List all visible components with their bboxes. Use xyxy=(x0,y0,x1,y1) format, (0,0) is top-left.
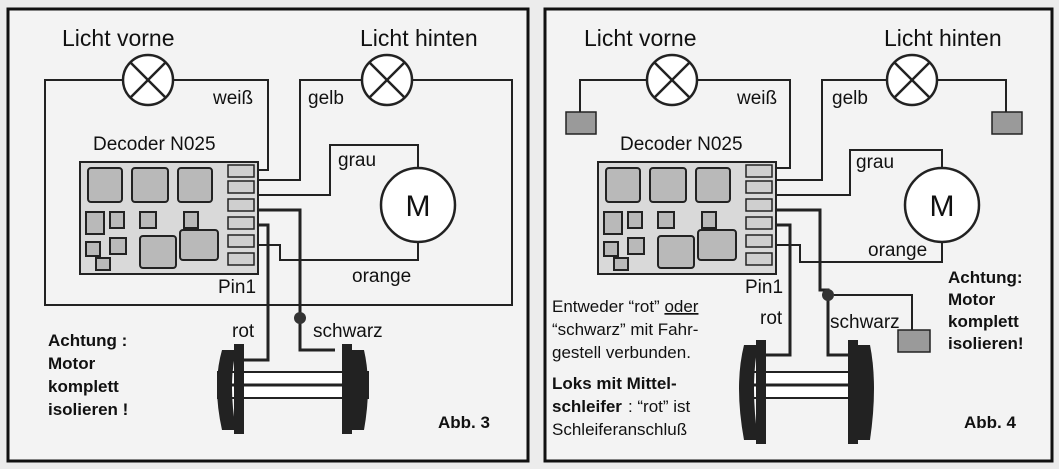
wheelset-icon xyxy=(217,344,369,434)
wire-orange-label-4: orange xyxy=(868,240,927,261)
lamp-front-label: Licht vorne xyxy=(62,25,175,51)
lamp-front-icon xyxy=(121,53,175,107)
lamp-rear-icon xyxy=(360,53,414,107)
wire-grey-4 xyxy=(776,149,943,196)
junction-dot-4 xyxy=(822,289,834,301)
caption-abb-4: Abb. 4 xyxy=(964,413,1016,432)
warning-line-3-4: komplett xyxy=(948,312,1019,331)
loks-line-3: Schleiferanschluß xyxy=(552,420,687,439)
wire-red-4 xyxy=(764,223,792,357)
wire-red-label: rot xyxy=(232,321,255,342)
loks-line-1: Loks mit Mittel- xyxy=(552,374,677,393)
wire-yellow-label: gelb xyxy=(308,88,344,109)
wire-white-label: weiß xyxy=(212,88,253,109)
note-underline-or: oder xyxy=(664,297,698,316)
common-wire xyxy=(44,79,513,306)
warning-line-1-4: Achtung: xyxy=(948,268,1023,287)
wire-black xyxy=(258,208,335,352)
wire-white-4 xyxy=(697,79,791,169)
wire-yellow xyxy=(258,79,362,181)
wire-yellow-label-4: gelb xyxy=(832,88,868,109)
chassis-ground-front xyxy=(565,111,597,135)
caption-abb-3: Abb. 3 xyxy=(438,413,490,432)
wire-black-ground-4 xyxy=(834,294,913,330)
lamp-front-icon-4 xyxy=(645,53,699,107)
wire-black-label: schwarz xyxy=(313,321,383,342)
warning-line-2: Motor xyxy=(48,354,96,373)
decoder-label: Decoder N025 xyxy=(93,134,216,155)
wire-grey xyxy=(258,144,419,196)
wire-grey-label-4: grau xyxy=(856,152,894,173)
decoder-board xyxy=(79,161,259,275)
motor-symbol: M xyxy=(406,190,431,223)
motor-icon: M xyxy=(379,166,457,244)
wire-black-4 xyxy=(776,208,858,357)
wire-black-label-4: schwarz xyxy=(830,312,900,333)
warning-line-2-4: Motor xyxy=(948,290,996,309)
wire-grey-label: grau xyxy=(338,150,376,171)
junction-dot xyxy=(294,312,306,324)
lamp-rear-ground-wire xyxy=(937,79,1007,112)
pin1-label-4: Pin1 xyxy=(745,277,783,298)
wire-orange-label: orange xyxy=(352,266,411,287)
wire-white xyxy=(173,79,269,171)
warning-line-1: Achtung : xyxy=(48,331,127,350)
motor-icon-4: M xyxy=(903,166,981,244)
warning-line-3: komplett xyxy=(48,377,119,396)
lamp-rear-label-4: Licht hinten xyxy=(884,25,1002,51)
figure-abb-4: Licht vorne Licht hinten w xyxy=(543,7,1054,463)
chassis-ground-rear xyxy=(991,111,1023,135)
wheelset-icon-4 xyxy=(739,340,874,444)
note-line-3: gestell verbunden. xyxy=(552,343,691,362)
lamp-rear-label: Licht hinten xyxy=(360,25,478,51)
motor-symbol-4: M xyxy=(930,190,955,223)
decoder-board-4 xyxy=(597,161,777,275)
warning-line-4: isolieren ! xyxy=(48,400,128,419)
note-line-2: “schwarz” mit Fahr- xyxy=(552,320,698,339)
wire-white-label-4: weiß xyxy=(736,88,777,109)
lamp-rear-icon-4 xyxy=(885,53,939,107)
chassis-ground-black xyxy=(897,329,931,353)
figure-abb-3: Licht vorne Licht hinten weiß gelb Deco xyxy=(6,7,530,463)
wire-orange-4 xyxy=(776,240,943,263)
warning-line-4-4: isolieren! xyxy=(948,334,1024,353)
wire-yellow-4 xyxy=(776,79,887,181)
wire-red-label-4: rot xyxy=(760,308,783,329)
lamp-front-label-4: Licht vorne xyxy=(584,25,697,51)
loks-line-2: schleifer: “rot” ist xyxy=(552,397,691,416)
note-line-1: Entweder “rot” oder xyxy=(552,297,699,316)
wire-orange xyxy=(258,240,419,261)
wire-red xyxy=(242,223,270,362)
decoder-label-4: Decoder N025 xyxy=(620,134,743,155)
lamp-front-ground-wire xyxy=(579,79,647,112)
pin1-label: Pin1 xyxy=(218,277,256,298)
